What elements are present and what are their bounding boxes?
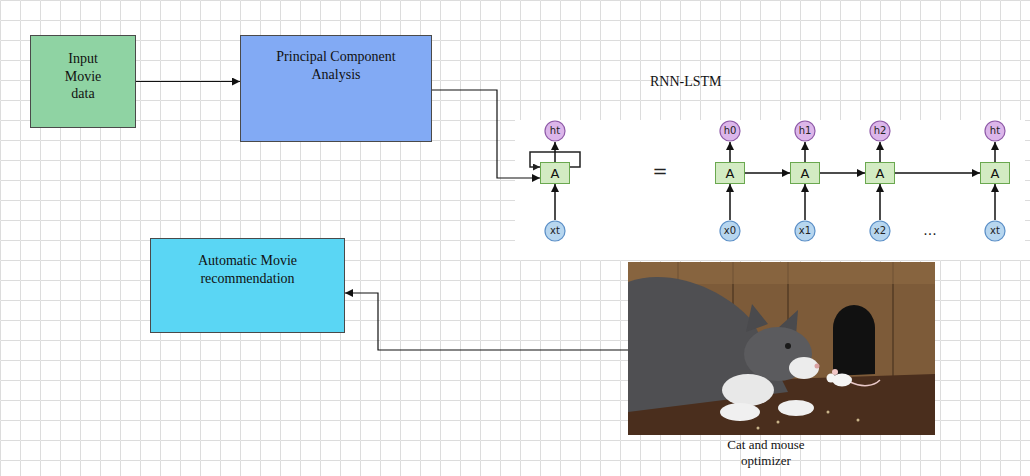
cat-muzzle: [789, 357, 819, 379]
process-box: Automatic Movie recommendation: [150, 238, 345, 333]
picture-caption: Cat and mouse optimizer: [711, 437, 821, 468]
lstm-cell-box: A: [790, 162, 820, 184]
connector: [895, 172, 980, 174]
input-circle: x2: [869, 220, 891, 242]
box-label: Principal Component Analysis: [265, 48, 407, 83]
hidden-state-label: h0: [724, 126, 737, 136]
cat-paw: [778, 400, 814, 416]
connector: [745, 172, 790, 174]
connector: [879, 184, 881, 220]
connector: [729, 142, 731, 162]
mouse-tail: [850, 380, 880, 386]
circle-shape: [795, 121, 815, 141]
box-label: Input Movie data: [55, 50, 111, 103]
cell-label: A: [991, 167, 1000, 180]
crumb: [857, 419, 860, 422]
cat-chest: [722, 374, 774, 406]
connector: [729, 184, 731, 220]
connector: [879, 142, 881, 162]
cat-nose: [815, 364, 820, 369]
hidden-state-circle: ht: [984, 120, 1006, 142]
connector: [994, 142, 996, 162]
crumb: [827, 411, 830, 414]
hidden-state-label: h2: [874, 126, 887, 136]
connector: [804, 142, 806, 162]
hidden-state-circle: h1: [794, 120, 816, 142]
cell-label: A: [551, 167, 560, 180]
hidden-state-circle: h2: [869, 120, 891, 142]
process-box: Input Movie data: [30, 35, 136, 128]
circle-shape: [795, 221, 815, 241]
cat-ear: [746, 304, 768, 332]
equals-sign: =: [645, 160, 675, 181]
lstm-cell-box: A: [540, 162, 570, 184]
cell-label: A: [726, 167, 735, 180]
input-circle: x1: [794, 220, 816, 242]
ellipsis-mark: ...: [913, 222, 947, 238]
connector: [345, 293, 628, 350]
crumb: [757, 427, 760, 430]
lstm-cell-box: A: [715, 162, 745, 184]
connector: [994, 184, 996, 220]
hidden-state-label: h1: [799, 126, 812, 136]
input-circle: x0: [719, 220, 741, 242]
mouse-ear: [832, 369, 838, 375]
connector: [554, 142, 556, 162]
connector: [432, 90, 540, 178]
circle-shape: [870, 221, 890, 241]
input-circle: xt: [544, 220, 566, 242]
lstm-cell-box: A: [865, 162, 895, 184]
circle-shape: [985, 121, 1005, 141]
input-label: x1: [799, 226, 811, 236]
circle-shape: [720, 121, 740, 141]
circle-shape: [870, 121, 890, 141]
input-label: x0: [724, 226, 736, 236]
input-label: xt: [990, 226, 1000, 236]
lstm-figure-ground: [515, 120, 1025, 260]
wood-wall: [628, 262, 935, 435]
input-label: xt: [550, 226, 560, 236]
input-circle: xt: [984, 220, 1006, 242]
circle-shape: [985, 221, 1005, 241]
lstm-cell-box: A: [980, 162, 1010, 184]
cell-label: A: [876, 167, 885, 180]
figure-heading: RNN-LSTM: [650, 74, 722, 90]
process-box: Principal Component Analysis: [240, 35, 432, 142]
connector: [554, 184, 556, 220]
connector: [804, 184, 806, 220]
hidden-state-circle: h0: [719, 120, 741, 142]
cat-mouse-picture: [628, 262, 935, 435]
cat-eye: [785, 343, 791, 349]
mouse-hole: [833, 305, 875, 376]
circle-shape: [545, 221, 565, 241]
connector: [136, 81, 240, 82]
hidden-state-label: ht: [550, 126, 560, 136]
lstm-figure: RNN-LSTMhtAxth0Ax0h1Ax1h2Ax2htAxt: [515, 120, 1025, 260]
cell-label: A: [801, 167, 810, 180]
box-label: Automatic Movie recommendation: [175, 252, 320, 287]
circle-shape: [720, 221, 740, 241]
hidden-state-circle: ht: [544, 120, 566, 142]
cat-paw: [720, 403, 760, 421]
optimizer-picture: Cat and mouse optimizer: [628, 262, 935, 435]
connector: [820, 172, 865, 174]
circle-shape: [545, 121, 565, 141]
hidden-state-label: ht: [990, 126, 1000, 136]
crumb: [777, 421, 780, 424]
input-label: x2: [874, 226, 886, 236]
